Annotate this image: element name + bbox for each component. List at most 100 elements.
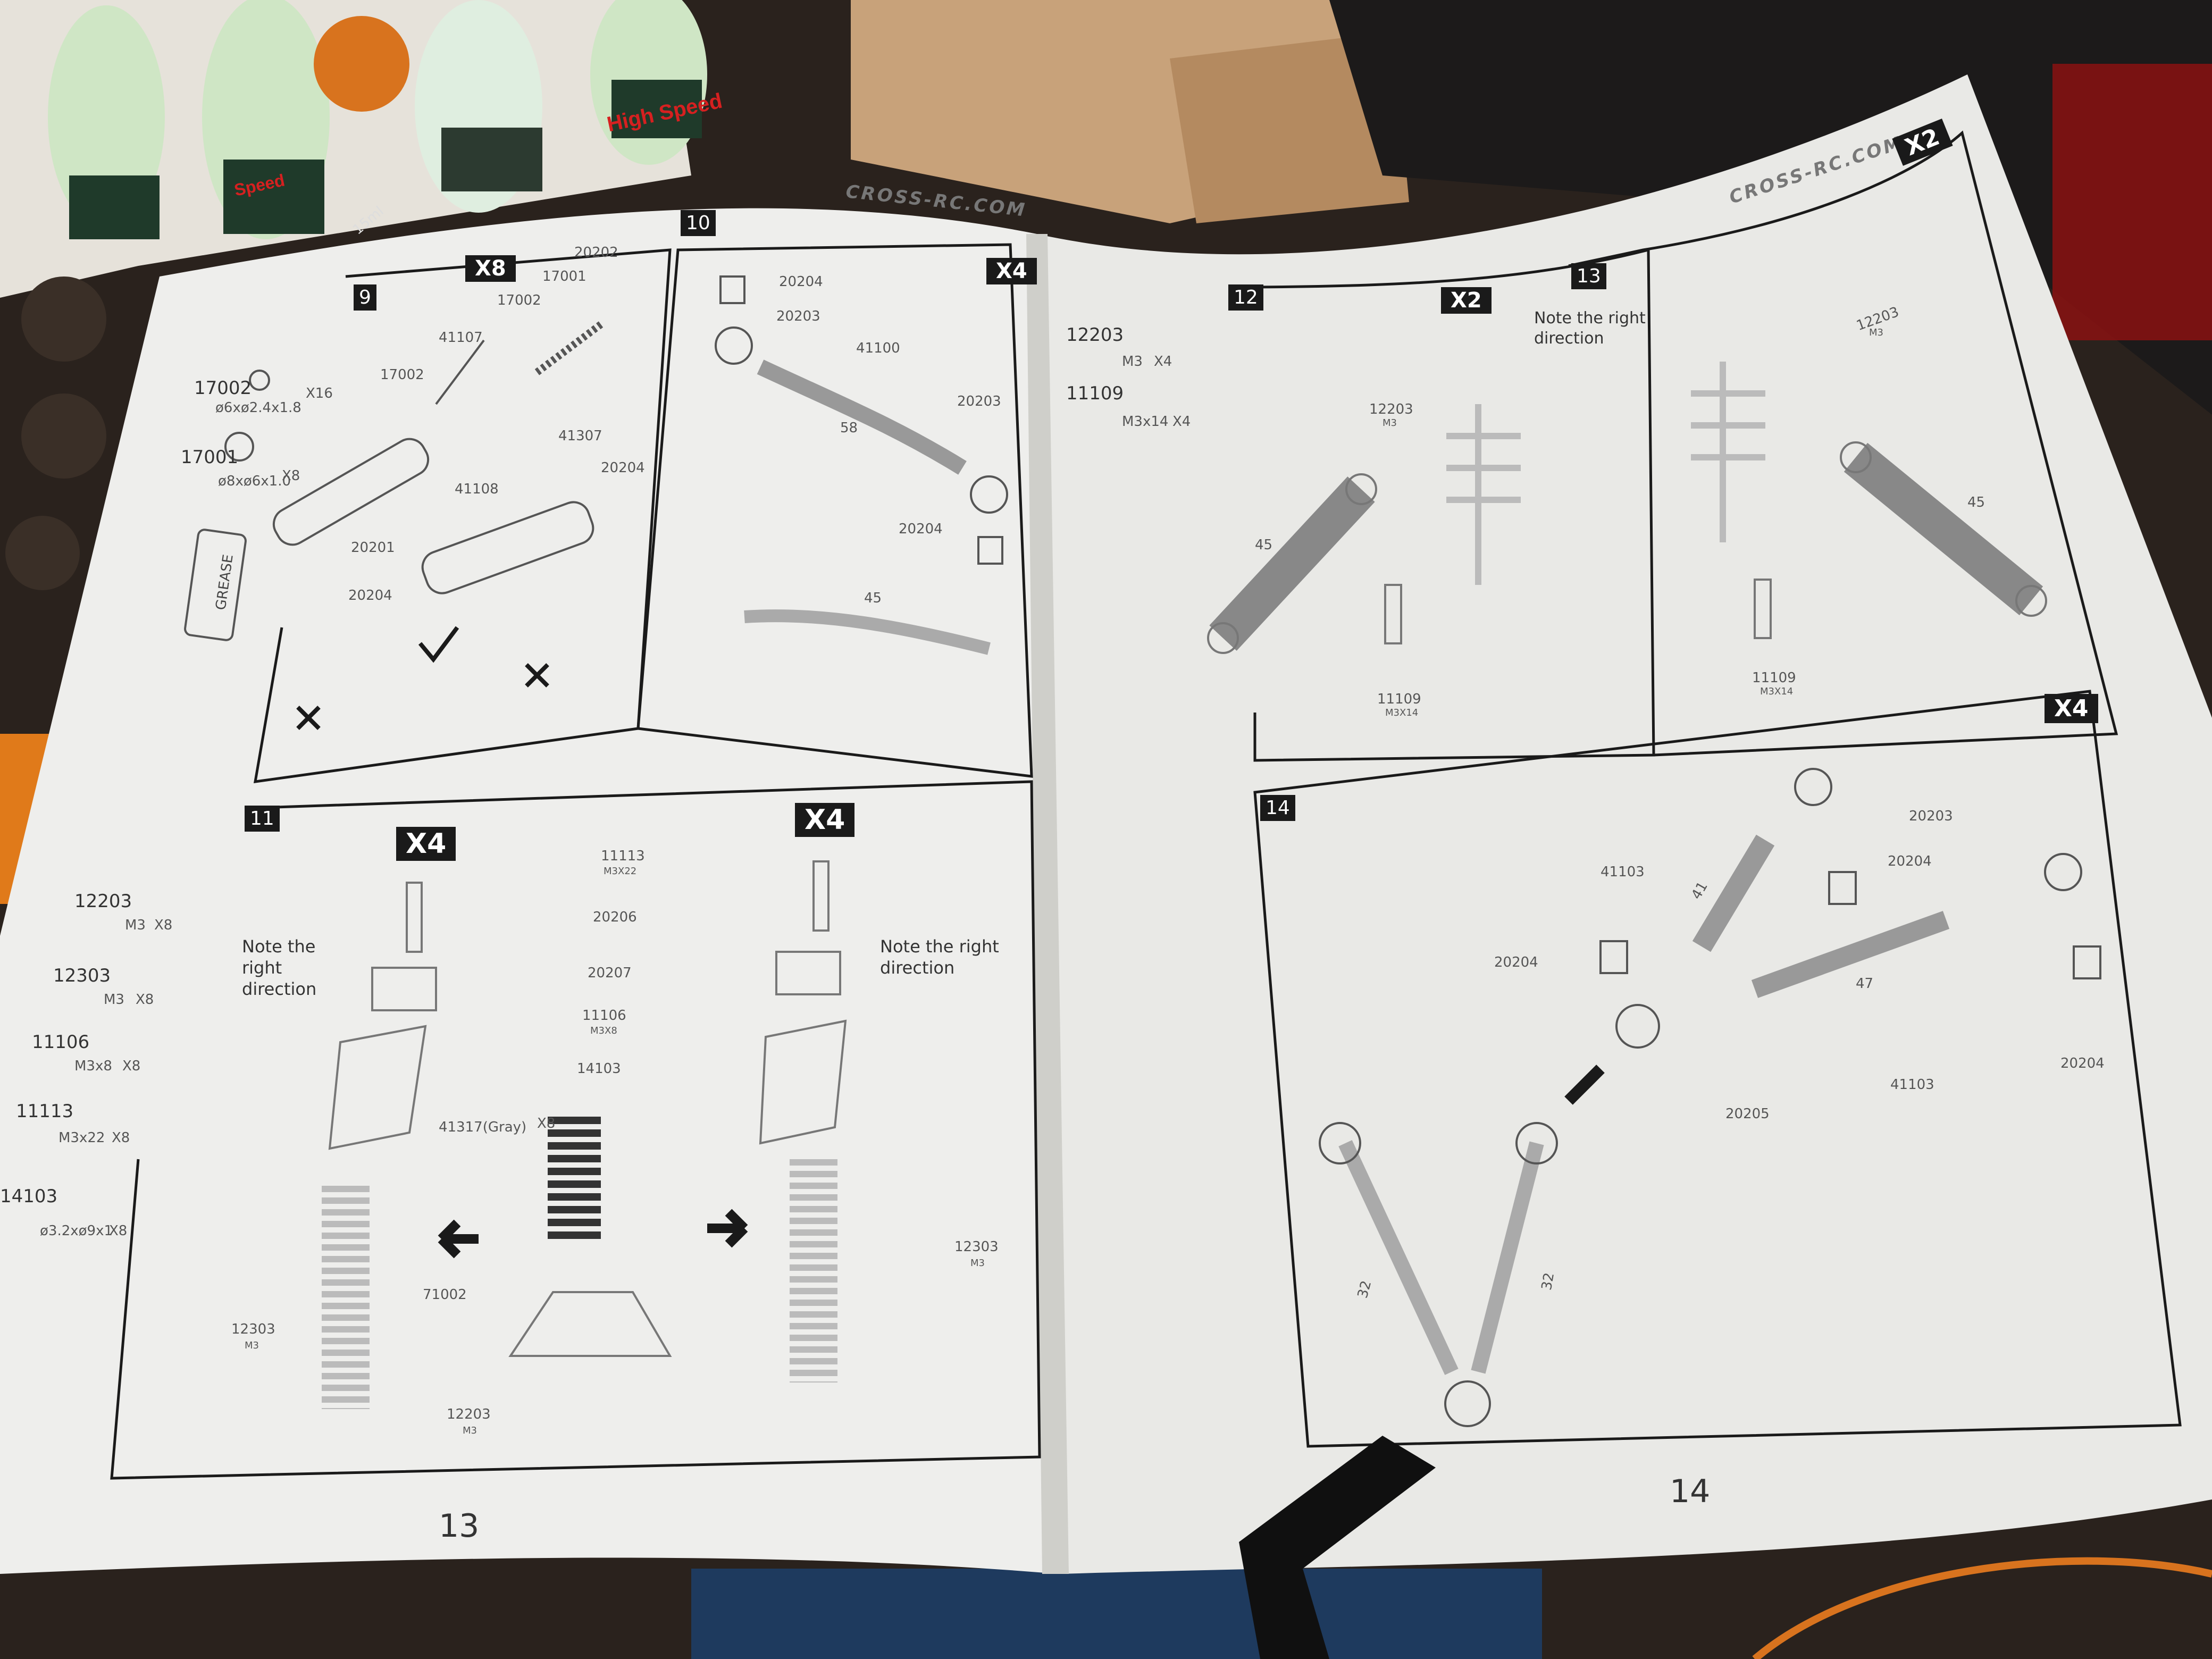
finished-link (744, 609, 991, 655)
step12-drawings (1207, 404, 1521, 654)
step11-callout-11106-sub: M3X8 (590, 1025, 617, 1036)
ghost-tower-12 (1446, 404, 1521, 585)
step13-dim-45: 45 (1967, 495, 1985, 510)
step10-callout-20203b: 20203 (957, 393, 1001, 409)
step14-callout-41103a: 41103 (1601, 864, 1645, 880)
step11-callout-12303b: 12303 (954, 1239, 999, 1255)
screw-11113-left (406, 882, 423, 953)
rack-hole-1 (21, 276, 106, 362)
step14-dim-32b: 32 (1538, 1271, 1558, 1292)
step10-callout-41100: 41100 (856, 340, 900, 356)
arrow-step14 (1564, 1065, 1605, 1105)
right-part-11109-spec: M3x14 (1122, 414, 1169, 430)
step12-number: 12 (1228, 284, 1263, 311)
step10-callout-20204b: 20204 (899, 521, 943, 537)
shock-step12 (1209, 476, 1375, 651)
screw-11113-right (812, 860, 830, 932)
step9-callout-20201: 20201 (351, 540, 395, 556)
blue-tray (691, 1569, 1542, 1659)
step14-callout-20204b: 20204 (1494, 954, 1538, 970)
rod-41103-upper (1692, 834, 1775, 952)
part-11106-spec: M3x8 (74, 1058, 112, 1074)
v-link-left (1338, 1140, 1459, 1375)
step14-callout-20204a: 20204 (1888, 853, 1932, 869)
step11-callout-12203: 12203 (447, 1406, 491, 1422)
rod-end-20203-b (2044, 853, 2082, 891)
washer-17002 (249, 370, 270, 391)
step13-number: 13 (1571, 263, 1606, 289)
bottle-label-3 (441, 128, 542, 191)
part-17002-spec: ø6xø2.4x1.8 (215, 400, 301, 416)
step9-callout-41108: 41108 (455, 481, 499, 497)
rod-41103-lower (1751, 911, 1950, 998)
step14-callout-20203: 20203 (1909, 808, 1953, 824)
step11-callout-41317: 41317(Gray) (439, 1119, 527, 1135)
mount-20206-right (775, 951, 841, 995)
v-link-eye-left (1319, 1122, 1361, 1164)
step10-frame (636, 243, 1033, 778)
bottle-label-1 (69, 175, 160, 239)
right-page-number: 14 (1670, 1473, 1711, 1510)
washer-17001 (224, 432, 254, 462)
ball-20204-b (1599, 940, 1628, 974)
step13-callout-m3: M3 (1869, 327, 1883, 338)
black-bracket (1239, 1436, 1436, 1659)
step12-callout-m3: M3 (1382, 417, 1397, 429)
step11-callout-20206: 20206 (593, 909, 637, 925)
part-17002-qty: X16 (306, 386, 333, 401)
step12-dim-45: 45 (1255, 537, 1273, 553)
shock-step13 (1844, 442, 2043, 616)
part-17001-code: 17001 (181, 447, 239, 468)
step9-callout-17001: 17001 (542, 269, 586, 284)
part-11106-qty: X8 (122, 1058, 141, 1074)
step9-callout-41307: 41307 (558, 428, 602, 444)
part-11113-qty: X8 (112, 1130, 130, 1146)
step11-callout-12303a: 12303 (231, 1321, 275, 1337)
part-11106-code: 11106 (32, 1032, 90, 1053)
red-object (2052, 64, 2212, 340)
step11-callout-11106: 11106 (582, 1008, 626, 1024)
rod-end-right (970, 475, 1008, 514)
ghost-tower-13 (1691, 362, 1765, 542)
right-part-12203-code: 12203 (1066, 324, 1124, 346)
orange-cap (314, 16, 409, 112)
step11-note-right: Note the right direction (880, 936, 999, 978)
part-12303-code: 12303 (53, 965, 111, 986)
shock-eye-bottom-13 (2015, 585, 2047, 617)
step11-callout-20207: 20207 (588, 965, 632, 981)
v-link-eye-right (1515, 1122, 1558, 1164)
step11-callout-71002: 71002 (423, 1287, 467, 1303)
right-page (1037, 74, 2212, 1574)
step12-frame (1228, 248, 1655, 762)
cross-mark-1 (296, 706, 321, 730)
shaft-41107 (435, 339, 485, 405)
spine-shadow (1026, 234, 1069, 1574)
step9-callout-17002b: 17002 (497, 292, 541, 308)
cardboard-flap (1170, 32, 1409, 223)
bolt-11109-13 (1754, 579, 1772, 639)
arrow-left (438, 1219, 479, 1259)
step14-drawings (1319, 768, 2101, 1427)
right-part-12203-qty: X4 (1154, 354, 1172, 370)
step11-number: 11 (245, 806, 280, 832)
step9-callout-17002: 17002 (380, 367, 424, 383)
part-12203-qty: X8 (154, 917, 173, 933)
left-page-number: 13 (439, 1507, 480, 1545)
step11-callout-11113-sub: M3X22 (604, 866, 637, 877)
ball-stud-bottom (977, 536, 1003, 565)
part-17001-spec: ø8xø6x1.0 (218, 473, 291, 489)
link-rod-41100 (757, 359, 967, 475)
step11-callout-11113: 11113 (601, 848, 645, 864)
v-link-right (1471, 1141, 1544, 1374)
part-14103-qty: X8 (109, 1223, 128, 1239)
ball-20204-c (2073, 945, 2101, 979)
step9-callout-20204b: 20204 (348, 588, 392, 604)
step9-callout-20204a: 20204 (601, 460, 645, 476)
step11-callout-12303a-sub: M3 (245, 1340, 259, 1351)
dark-equipment (1329, 0, 2212, 415)
part-14103-spec: ø3.2xø9x1 (40, 1223, 113, 1239)
step11-callout-41317-qty: X8 (537, 1116, 556, 1132)
step9-callout-20202: 20202 (574, 245, 618, 261)
spring-41307 (534, 321, 604, 375)
